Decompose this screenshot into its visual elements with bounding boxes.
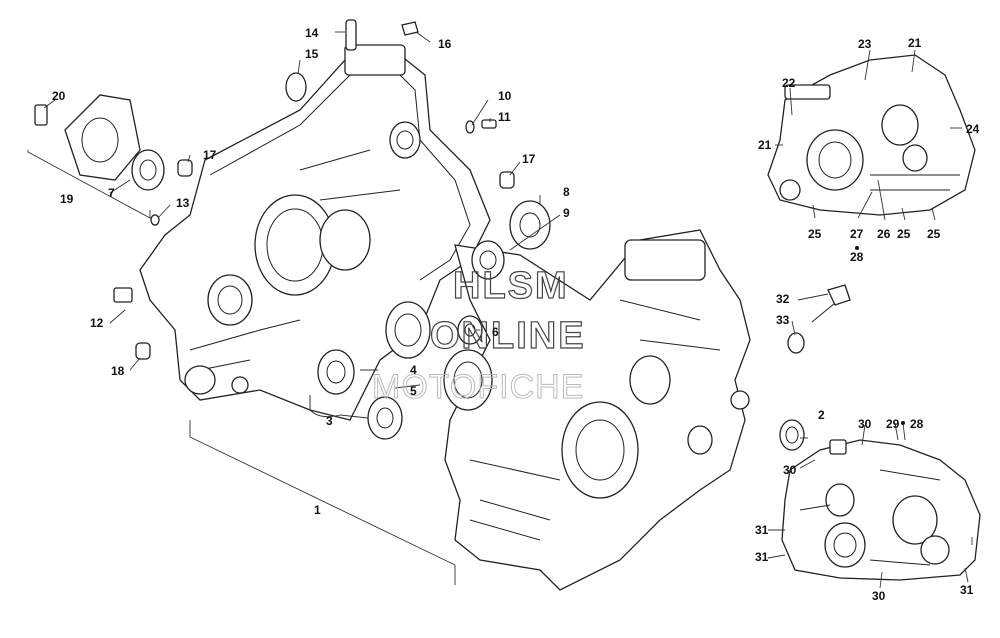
washer-10 [465, 120, 475, 134]
callout-28-top: 28 [850, 250, 864, 264]
inset-top-right [767, 54, 976, 216]
bearing-4 [385, 301, 431, 359]
callout-29: 29 [886, 417, 900, 431]
callout-2: 2 [818, 408, 825, 422]
callout-11: 11 [498, 110, 511, 124]
callout-23: 23 [858, 37, 872, 51]
plug-13 [150, 214, 160, 226]
watermark: HLSM ONLINE MOTOFICHE [372, 264, 586, 406]
callout-18: 18 [111, 364, 125, 378]
callout-25-right: 25 [927, 227, 941, 241]
callout-1: 1 [314, 503, 321, 517]
callout-24: 24 [966, 122, 980, 136]
bearing-5 [443, 349, 493, 411]
callout-16: 16 [438, 37, 452, 51]
callout-14: 14 [305, 26, 319, 40]
callout-25-left: 25 [808, 227, 822, 241]
watermark-line-2: ONLINE [430, 315, 586, 357]
callout-12: 12 [90, 316, 104, 330]
callout-4: 4 [410, 363, 417, 377]
callout-10: 10 [498, 89, 512, 103]
bearing-6 [457, 315, 483, 345]
callout-22: 22 [782, 76, 796, 90]
callout-17-left: 17 [203, 148, 217, 162]
bearing-3a [317, 349, 355, 395]
callout-33: 33 [776, 313, 790, 327]
cap-16 [401, 21, 419, 36]
inset-bottom-right [781, 439, 981, 581]
callout-15: 15 [305, 47, 319, 61]
callout-31-lower-left: 31 [755, 550, 769, 564]
bolt-11 [481, 119, 497, 129]
callout-25-mid: 25 [897, 227, 911, 241]
callout-30-left: 30 [783, 463, 797, 477]
pin-14 [345, 19, 357, 51]
dipstick-32 [811, 284, 851, 323]
watermark-line-3: MOTOFICHE [372, 368, 584, 406]
bearing-9 [471, 240, 505, 280]
callout-30-bottom: 30 [872, 589, 886, 603]
bearing-7 [131, 149, 165, 191]
bolt-20 [34, 104, 48, 126]
callout-6: 6 [492, 325, 499, 339]
watermark-line-1: HLSM [453, 265, 569, 307]
callout-21-top: 21 [908, 36, 922, 50]
callout-labels: 1 2 3 4 5 6 7 8 9 10 11 12 13 14 15 16 1… [52, 26, 980, 603]
callout-9: 9 [563, 206, 570, 220]
callout-8: 8 [563, 185, 570, 199]
callout-17-right: 17 [522, 152, 536, 166]
callout-31-upper-left: 31 [755, 523, 769, 537]
bearing-8 [509, 200, 551, 250]
callout-19: 19 [60, 192, 74, 206]
left-crankcase-half [139, 44, 491, 421]
callout-28-bottom: 28 [910, 417, 924, 431]
dowel-17a [177, 159, 193, 177]
right-crankcase-half [444, 229, 751, 591]
dowel-17b [499, 171, 515, 189]
callout-7: 7 [108, 186, 115, 200]
callout-20: 20 [52, 89, 66, 103]
leader-lines [27, 31, 973, 589]
o-ring-33 [787, 332, 805, 354]
oil-seal-15 [285, 72, 307, 102]
callout-30-top: 30 [858, 417, 872, 431]
dot-marker-top [855, 246, 859, 250]
flange-housing [64, 94, 141, 181]
callout-26: 26 [877, 227, 891, 241]
callout-31-right: 31 [960, 583, 974, 597]
callout-21-left: 21 [758, 138, 772, 152]
spring-12 [113, 287, 133, 303]
callout-3: 3 [326, 414, 333, 428]
callout-5: 5 [410, 384, 417, 398]
callout-32: 32 [776, 292, 790, 306]
callout-27: 27 [850, 227, 864, 241]
oil-seal-2 [779, 419, 805, 451]
callout-13: 13 [176, 196, 190, 210]
dowel-18 [135, 342, 151, 360]
dot-marker-bottom [901, 421, 905, 425]
